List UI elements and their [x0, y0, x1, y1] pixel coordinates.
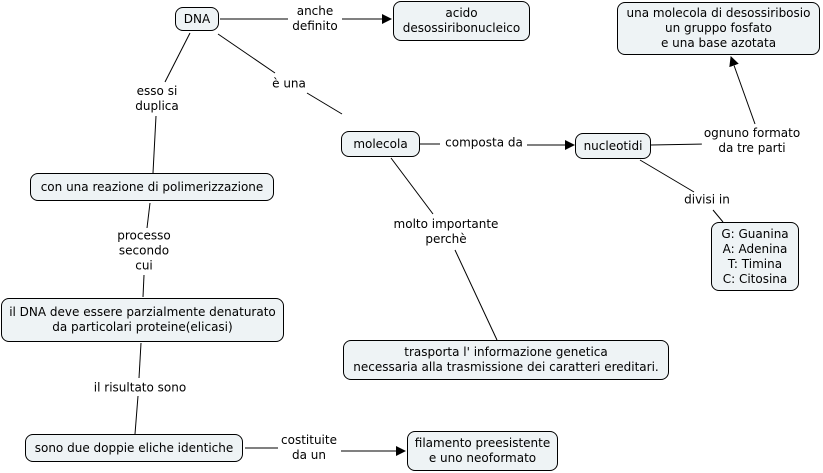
link-label-ognuno-formato: ognuno formato da tre parti [701, 126, 803, 156]
link-label-esso-si-duplica: esso si duplica [133, 84, 181, 114]
concept-node-molecola[interactable]: molecola [341, 131, 420, 157]
concept-node-trasporta[interactable]: trasporta l' informazione genetica neces… [343, 340, 669, 380]
connector-line [152, 115, 157, 174]
connector-line [306, 92, 343, 115]
concept-node-tre-parti[interactable]: una molecola di desossiribosio un gruppo… [617, 2, 820, 55]
connector-line [138, 342, 142, 379]
connector-arrow [729, 56, 756, 125]
concept-node-nucleotidi[interactable]: nucleotidi [575, 133, 651, 159]
connector-line [650, 143, 707, 146]
concept-node-eliche[interactable]: sono due doppie eliche identiche [25, 434, 243, 462]
link-label-processo-secondo-cui: processo secondo cui [115, 228, 173, 274]
connector-line [217, 33, 276, 74]
concept-node-filamento[interactable]: filamento preesistente e uno neoformato [407, 431, 558, 471]
link-label-divisi-in: divisi in [682, 192, 732, 208]
concept-node-dna[interactable]: DNA [175, 7, 219, 31]
connector-line [146, 202, 151, 229]
link-label-molto-importante: molto importante perchè [391, 217, 501, 247]
link-label-anche-definito: anche definito [290, 4, 340, 34]
link-label-composta-da: composta da [443, 135, 525, 151]
concept-node-denaturato[interactable]: il DNA deve essere parzialmente denatura… [1, 298, 284, 342]
concept-node-acido-desossiribonucleico[interactable]: acido desossiribonucleico [393, 1, 530, 41]
link-label-e-una: è una [270, 76, 308, 92]
connector-line [639, 159, 695, 193]
link-label-il-risultato-sono: il risultato sono [91, 380, 189, 396]
connector-line [142, 274, 145, 298]
connector-line [164, 32, 191, 83]
concept-node-polimerizzazione[interactable]: con una reazione di polimerizzazione [30, 173, 274, 201]
concept-node-basi-azotate[interactable]: G: Guanina A: Adenina T: Timina C: Citos… [711, 222, 799, 291]
connector-line [712, 209, 724, 223]
connector-line [390, 157, 434, 215]
link-label-costituite-da-un: costituite da un [279, 433, 339, 463]
connector-line [134, 395, 139, 435]
connector-line [454, 249, 498, 341]
